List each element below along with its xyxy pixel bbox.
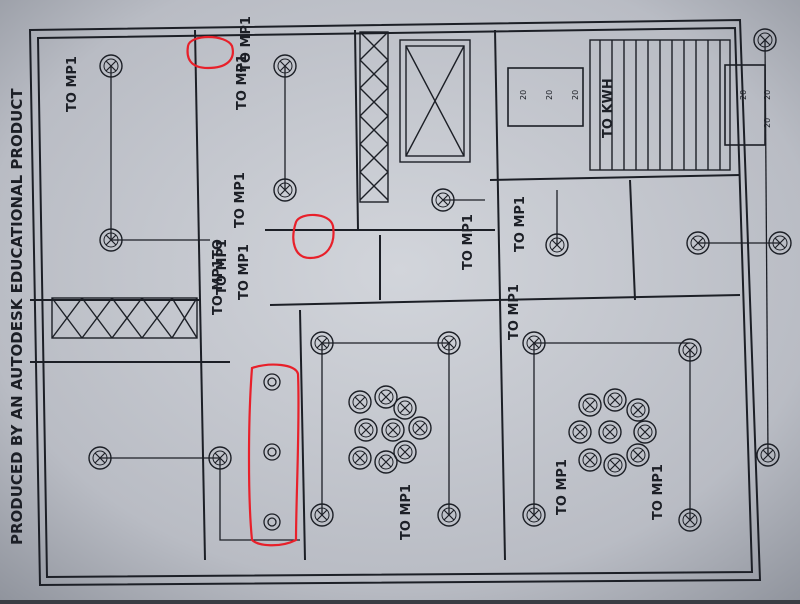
circuit-labels: TO MP1 TO MP1 TO MP1 TO MP1 TO MP1 TO MP… — [65, 16, 666, 540]
breaker-5: 20 — [763, 90, 772, 100]
lamp-fixture-icon — [393, 396, 417, 420]
red-rect-annotation — [247, 363, 300, 547]
label-to-mp1-1: TO MP1 — [65, 56, 80, 112]
breaker-labels: 20 20 20 20 20 20 — [519, 90, 772, 128]
lamp-fixture-icon — [99, 228, 123, 252]
breaker-3: 20 — [571, 90, 580, 100]
lamp-fixture-icon — [408, 416, 432, 440]
lamp-fixture-icon — [348, 390, 372, 414]
label-to-mp1-12: TO MP1 — [651, 464, 666, 520]
lamp-fixture-icon — [686, 231, 710, 255]
lamp-fixture-icon — [522, 331, 546, 355]
lamp-fixture-icon — [348, 446, 372, 470]
lamp-fixture-icon — [393, 440, 417, 464]
lamp-fixture-icon — [603, 453, 627, 477]
breaker-2: 20 — [545, 90, 554, 100]
lamp-fixture-icon — [626, 398, 650, 422]
lamp-fixture-icon — [354, 418, 378, 442]
label-to-mp1-8: TO MP1 — [513, 196, 528, 252]
walls — [28, 18, 762, 587]
breaker-4: 20 — [739, 90, 748, 100]
lamp-fixture-icon — [768, 231, 792, 255]
lamp-fixture-icon — [578, 393, 602, 417]
lamp-fixture-icon — [208, 446, 232, 470]
label-to-mp1-5: TO MP1 — [215, 239, 230, 295]
label-to-mp1-7: TO MP1 — [461, 214, 476, 270]
socket-icon — [263, 513, 281, 531]
lamp-fixtures — [88, 28, 792, 532]
lamp-fixture-icon — [678, 508, 702, 532]
lamp-fixture-icon — [753, 28, 777, 52]
lamp-fixture-icon — [633, 420, 657, 444]
label-to-mp1-10: TO MP1 — [399, 484, 414, 540]
wiring — [100, 39, 780, 541]
lamp-fixture-icon — [374, 385, 398, 409]
socket-icon — [263, 443, 281, 461]
lamp-fixture-icon — [431, 188, 455, 212]
lamp-fixture-icon — [603, 388, 627, 412]
label-to-mp1-9: TO MP1 — [507, 284, 522, 340]
lamp-fixture-icon — [310, 503, 334, 527]
label-to-kwh: TO KWH — [601, 78, 616, 138]
lamp-fixture-icon — [374, 450, 398, 474]
lamp-fixture-icon — [545, 233, 569, 257]
lamp-fixture-icon — [273, 178, 297, 202]
label-to-mp1-to: TO MP1TO — [211, 239, 226, 315]
lamp-fixture-icon — [437, 503, 461, 527]
lamp-fixture-icon — [310, 331, 334, 355]
lamp-fixture-icon — [756, 443, 780, 467]
lamp-fixture-icon — [99, 54, 123, 78]
label-to-mp1-3: TO MP1 — [235, 54, 250, 110]
stair-hatch — [51, 31, 731, 339]
lamp-fixture-icon — [273, 54, 297, 78]
red-annotations — [186, 35, 335, 547]
autodesk-watermark: PRODUCED BY AN AUTODESK EDUCATIONAL PROD… — [8, 88, 26, 545]
lamp-fixture-icon — [381, 418, 405, 442]
lamp-fixture-icon — [678, 338, 702, 362]
label-to-mp1-2: TO MP1 — [239, 16, 254, 72]
label-to-mp1-4: TO MP1 — [233, 172, 248, 228]
lamp-fixture-icon — [437, 331, 461, 355]
lamp-fixture-icon — [598, 420, 622, 444]
lamp-fixture-icon — [568, 420, 592, 444]
lamp-fixture-icon — [578, 448, 602, 472]
lamp-fixture-icon — [522, 503, 546, 527]
label-to-mp1-6: TO MP1 — [237, 244, 252, 300]
red-circle-mid — [292, 213, 335, 260]
lamp-fixture-icon — [626, 443, 650, 467]
breaker-1: 20 — [519, 90, 528, 100]
breaker-6: 20 — [763, 118, 772, 128]
lamp-fixture-icon — [88, 446, 112, 470]
label-to-mp1-11: TO MP1 — [555, 459, 570, 515]
red-circle-top — [186, 35, 234, 70]
socket-icon — [263, 373, 281, 391]
